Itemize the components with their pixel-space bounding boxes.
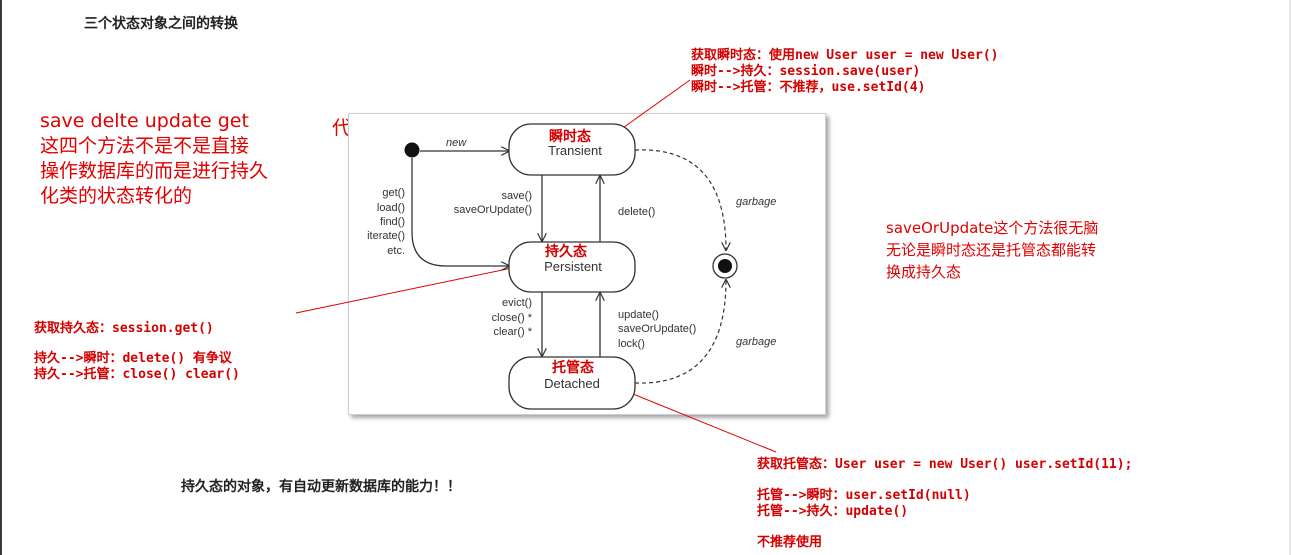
edge-label-update-item: lock(): [618, 338, 645, 350]
detached-note-line: 不推荐使用: [757, 535, 823, 550]
edge-label-query-item: iterate(): [367, 230, 405, 242]
edge-label-save: save() saveOrUpdate(): [454, 190, 532, 216]
edge-label-evict-item: close() *: [492, 312, 533, 324]
state-transient-en: Transient: [548, 143, 602, 158]
left-note-line: 化类的状态转化的: [40, 185, 193, 207]
saveorupdate-note-line: 换成持久态: [886, 263, 962, 281]
saveorupdate-note-line: 无论是瞬时态还是托管态都能转: [886, 241, 1097, 259]
left-note: save delte update get 这四个方法不是不是直接 操作数据库的…: [40, 109, 268, 209]
edge-label-evict-item: evict(): [502, 297, 532, 309]
persistent-note-line: 持久-->托管：close() clear(): [34, 367, 240, 382]
transient-note: 获取瞬时态：使用new User user = new User() 瞬时-->…: [691, 48, 999, 96]
state-persistent: [508, 241, 636, 293]
edge-label-new: new: [446, 137, 467, 149]
transient-note-line: 获取瞬时态：使用new User user = new User(): [691, 48, 999, 63]
state-detached-cn: 托管态: [552, 359, 594, 375]
edge-label-delete: delete(): [618, 206, 655, 218]
persistent-note: 获取持久态：session.get() 持久-->瞬时：delete() 有争议…: [34, 321, 240, 383]
detached-note-line: 获取托管态：User user = new User() user.setId(…: [757, 457, 1133, 472]
transient-note-line: 瞬时-->托管：不推荐，use.setId(4): [691, 80, 926, 95]
edge-label-query-item: load(): [377, 202, 405, 214]
window-right-edge: [1289, 0, 1291, 555]
saveorupdate-note-line: saveOrUpdate这个方法很无脑: [886, 219, 1099, 237]
edge-label-garbage-top: garbage: [736, 196, 776, 208]
edge-garbage-bottom: [634, 280, 726, 384]
detached-note-line: 托管-->持久：update(): [757, 504, 909, 519]
window-left-edge: [0, 0, 2, 555]
final-node-core: [718, 259, 732, 273]
edge-label-query: get() load() find() iterate() etc.: [367, 187, 405, 257]
page-title: 三个状态对象之间的转换: [84, 16, 238, 32]
detached-note-line: 托管-->瞬时：user.setId(null): [757, 488, 971, 503]
edge-label-save-item: save(): [501, 190, 532, 202]
state-transient-cn: 瞬时态: [549, 128, 591, 144]
edge-label-update-item: saveOrUpdate(): [618, 323, 696, 335]
detached-note: 获取托管态：User user = new User() user.setId(…: [757, 457, 1132, 551]
edge-label-garbage-bottom: garbage: [736, 336, 776, 348]
edge-label-save-item: saveOrUpdate(): [454, 204, 532, 216]
persistent-note-line: 获取持久态：session.get(): [34, 321, 214, 336]
saveorupdate-note: saveOrUpdate这个方法很无脑 无论是瞬时态还是托管态都能转 换成持久态: [886, 217, 1098, 283]
edge-label-update: update() saveOrUpdate() lock(): [618, 309, 696, 350]
edge-label-update-item: update(): [618, 309, 659, 321]
persistent-note-line: 持久-->瞬时：delete() 有争议: [34, 351, 232, 366]
state-persistent-en: Persistent: [544, 259, 602, 274]
persistent-leader-line: [295, 267, 513, 314]
initial-node: [404, 142, 420, 158]
edge-label-query-item: get(): [382, 187, 405, 199]
state-detached-en: Detached: [544, 376, 600, 391]
edge-label-query-item: etc.: [387, 245, 405, 257]
detached-leader-line: [627, 391, 777, 453]
edge-garbage-top: [634, 149, 726, 250]
transient-note-line: 瞬时-->持久：session.save(user): [691, 64, 921, 79]
edge-query: [411, 158, 509, 266]
left-note-line: save delte update get: [40, 110, 249, 132]
bottom-note: 持久态的对象，有自动更新数据库的能力！！: [181, 479, 461, 495]
left-note-line: 操作数据库的而是进行持久: [40, 160, 269, 182]
left-note-line: 这四个方法不是不是直接: [40, 135, 250, 157]
edge-label-evict: evict() close() * clear() *: [492, 297, 533, 338]
state-persistent-cn: 持久态: [545, 243, 587, 259]
edge-label-evict-item: clear() *: [493, 326, 532, 338]
edge-label-query-item: find(): [380, 216, 405, 228]
